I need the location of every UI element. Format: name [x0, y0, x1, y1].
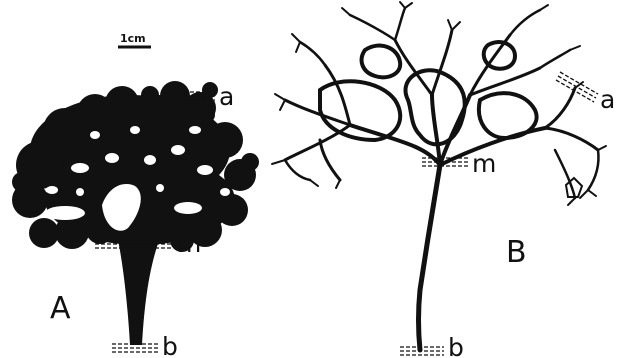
specimen-a: a m b A	[12, 81, 259, 358]
specimen-a-marker-b: b	[112, 332, 178, 358]
specimen-b-loops	[320, 42, 537, 144]
specimen-b: a m b B	[272, 2, 615, 358]
specimen-a-panel-label: A	[50, 291, 71, 326]
specimen-b-stipe	[419, 165, 441, 350]
specimen-b-panel-label: B	[506, 235, 527, 270]
scale-bar-label: 1cm	[120, 32, 146, 45]
specimen-a-label-a: a	[219, 82, 234, 111]
specimen-b-marker-b: b	[400, 333, 464, 358]
scale-bar: 1cm	[118, 32, 151, 47]
specimen-a-label-b: b	[162, 332, 178, 358]
specimen-b-marker-m: m	[422, 149, 496, 178]
specimen-b-label-b: b	[448, 333, 464, 358]
specimen-a-label-m: m	[177, 229, 201, 258]
specimen-b-label-a: a	[600, 85, 615, 114]
specimen-b-label-m: m	[472, 149, 496, 178]
